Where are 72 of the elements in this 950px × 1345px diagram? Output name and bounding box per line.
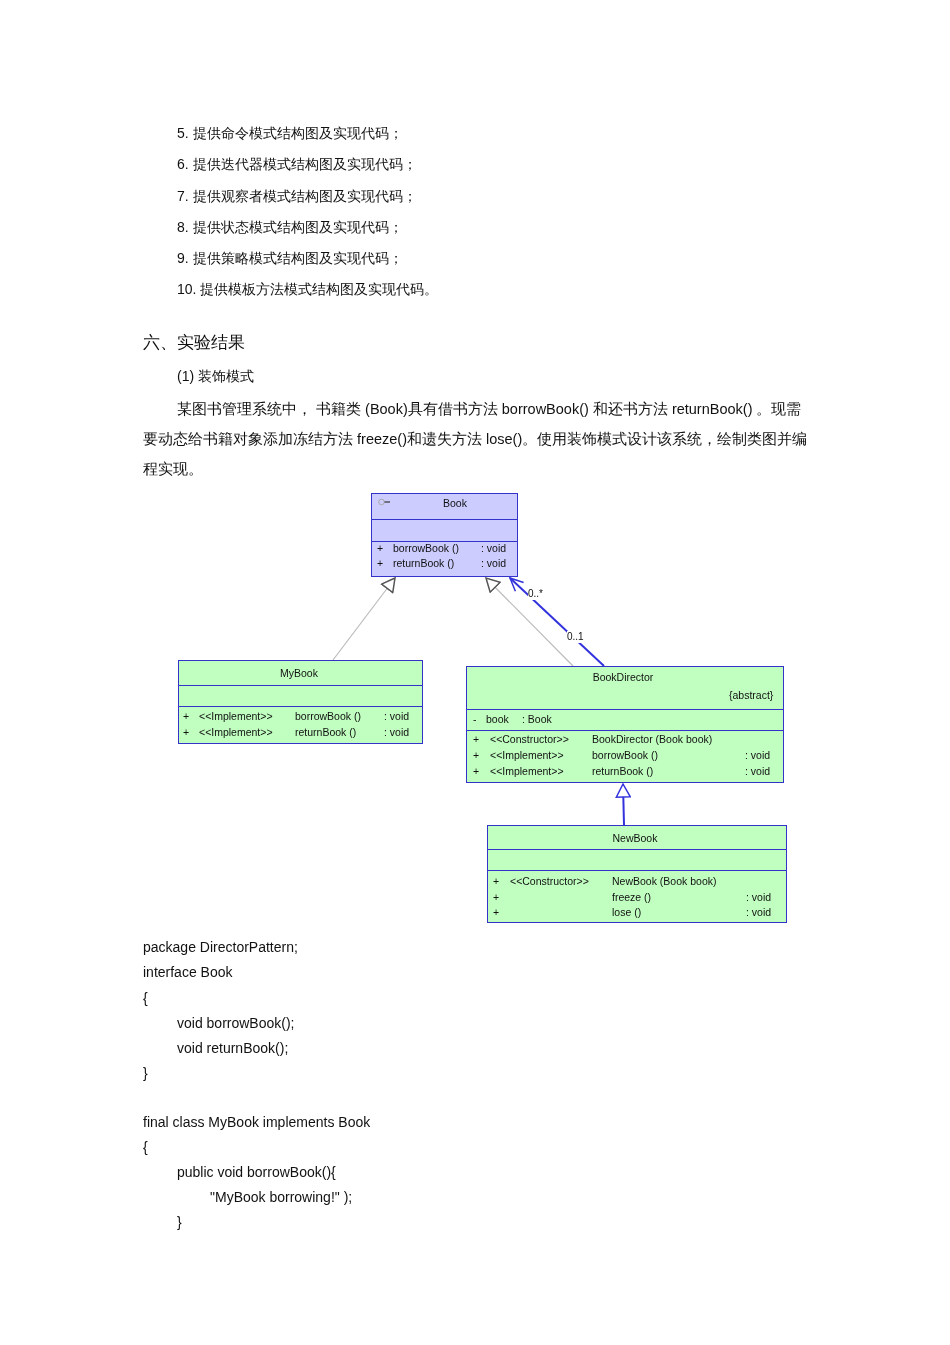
visibility-marker: + (377, 557, 384, 569)
return-type: : void (481, 557, 507, 569)
code-line: package DirectorPattern; (143, 938, 298, 956)
stereotype-label: <<Implement>> (199, 710, 273, 722)
code-line: { (143, 989, 148, 1007)
generalization-arrow (615, 783, 632, 826)
realization-arrow (485, 577, 574, 667)
visibility-marker: + (493, 906, 500, 918)
method-name: borrowBook () (592, 749, 658, 761)
code-line: } (143, 1064, 148, 1082)
method-name: borrowBook () (393, 542, 459, 554)
visibility-marker: - (473, 713, 477, 725)
return-type: : void (481, 542, 507, 554)
property-label: {abstract} (729, 689, 774, 701)
method-name: BookDirector (Book book) (592, 733, 713, 745)
class-name: NewBook (612, 832, 658, 844)
visibility-marker: + (183, 710, 190, 722)
class-name: BookDirector (592, 671, 654, 683)
method-name: freeze () (612, 891, 652, 903)
class-box (178, 660, 423, 744)
list-item: 9. 提供策略模式结构图及实现代码； (177, 249, 403, 267)
code-line: } (177, 1213, 182, 1231)
section-heading: 六、实验结果 (143, 334, 245, 352)
multiplicity-label: 0..* (528, 588, 543, 600)
return-type: : void (384, 710, 410, 722)
return-type: : void (745, 749, 771, 761)
stereotype-label: <<Implement>> (490, 749, 564, 761)
list-item: 5. 提供命令模式结构图及实现代码； (177, 124, 403, 142)
paragraph: 某图书管理系统中， 书籍类 (Book)具有借书方法 borrowBook() 和还书方法 returnBook() 。现需要动态给书籍对象添加冻结方法 freeze()和遗失方法 lose()。使用装饰模式设计该系统，绘制类图并编程实现。 (143, 400, 809, 479)
return-type: : void (746, 891, 772, 903)
code-line: void returnBook(); (177, 1039, 289, 1057)
class-box (487, 825, 787, 923)
return-type: : void (746, 906, 772, 918)
method-name: returnBook () (393, 557, 455, 569)
realization-arrow (332, 577, 396, 661)
stereotype-label: <<Implement>> (199, 726, 273, 738)
stereotype-label: <<Implement>> (490, 765, 564, 777)
visibility-marker: + (183, 726, 190, 738)
visibility-marker: + (493, 875, 500, 887)
method-name: borrowBook () (295, 710, 361, 722)
visibility-marker: + (473, 765, 480, 777)
visibility-marker: + (493, 891, 500, 903)
list-item: 7. 提供观察者模式结构图及实现代码； (177, 187, 417, 205)
class-name: MyBook (280, 667, 318, 679)
return-type: : void (745, 765, 771, 777)
stereotype-label: <<Constructor>> (490, 733, 569, 745)
list-item: 6. 提供迭代器模式结构图及实现代码； (177, 155, 417, 173)
method-name: NewBook (Book book) (612, 875, 717, 887)
method-name: returnBook () (592, 765, 654, 777)
stereotype-label: <<Constructor>> (510, 875, 589, 887)
multiplicity-label: 0..1 (567, 631, 584, 643)
class-box (371, 493, 518, 577)
return-type: : void (384, 726, 410, 738)
visibility-marker: + (377, 542, 384, 554)
class-name: Book (443, 497, 467, 509)
method-name: returnBook () (295, 726, 357, 738)
list-item: 8. 提供状态模式结构图及实现代码； (177, 218, 403, 236)
code-line: interface Book (143, 963, 233, 981)
code-line: final class MyBook implements Book (143, 1113, 371, 1131)
subsection-heading: (1) 装饰模式 (177, 367, 254, 385)
list-item: 10. 提供模板方法模式结构图及实现代码。 (177, 280, 439, 298)
code-line: { (143, 1138, 148, 1156)
code-line: public void borrowBook(){ (177, 1163, 336, 1181)
code-line: "MyBook borrowing!" ); (210, 1188, 353, 1206)
method-name: lose () (612, 906, 642, 918)
attribute-name: book (486, 713, 509, 725)
visibility-marker: + (473, 749, 480, 761)
association-arrow (509, 577, 605, 667)
attribute-type: : Book (522, 713, 552, 725)
visibility-marker: + (473, 733, 480, 745)
class-box (466, 666, 784, 783)
code-line: void borrowBook(); (177, 1014, 295, 1032)
